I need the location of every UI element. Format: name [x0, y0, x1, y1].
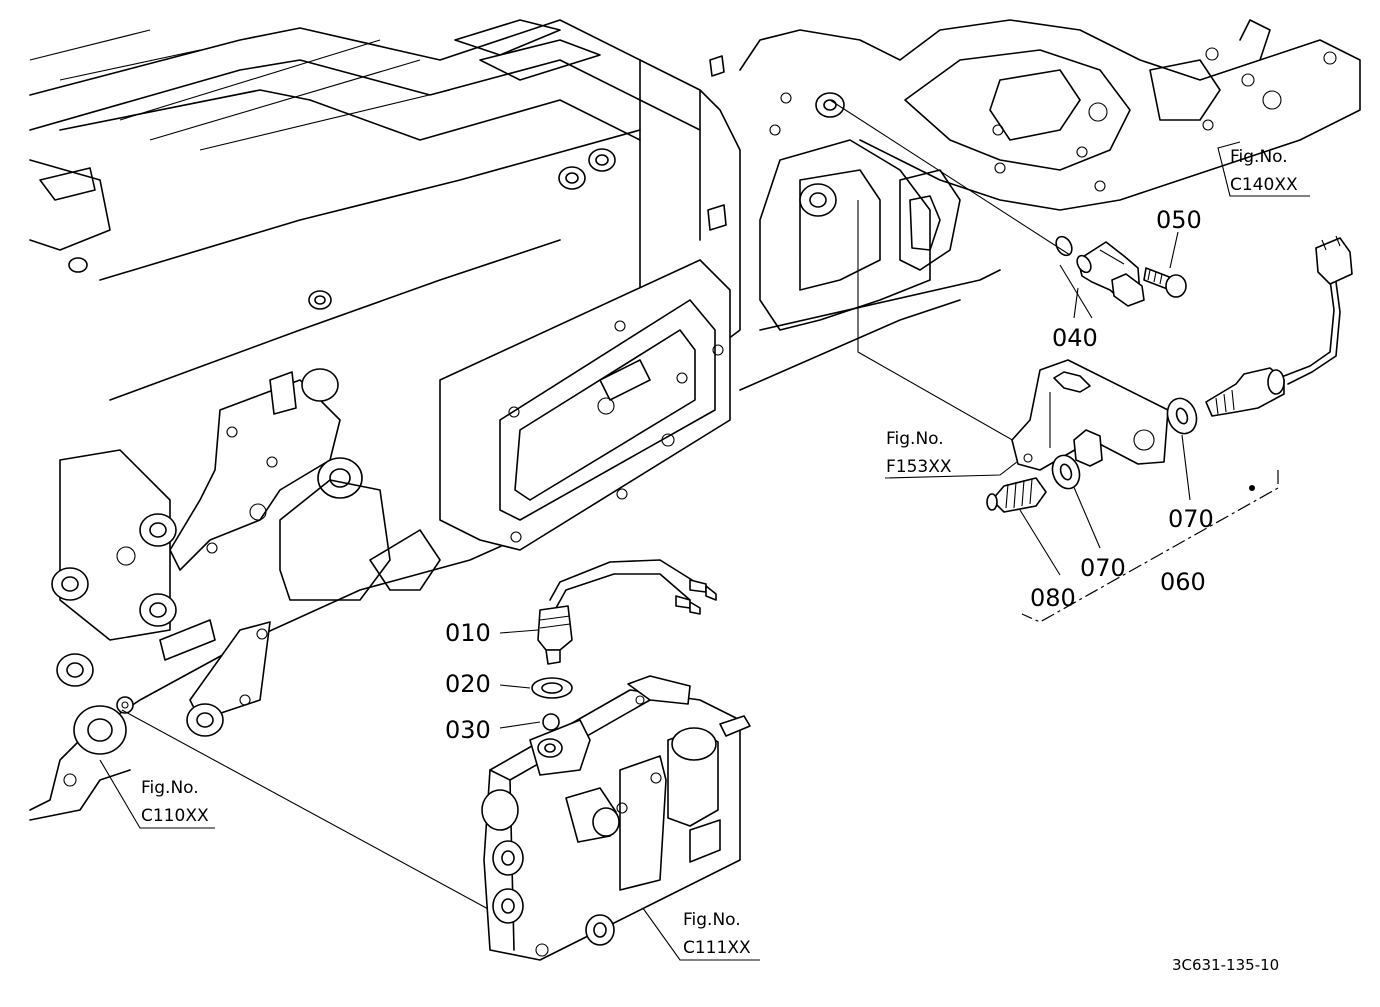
- part-020-washer: [531, 677, 573, 699]
- rear-cover-flange: [439, 259, 731, 551]
- figure-ref-label: Fig.No.: [683, 910, 741, 930]
- left-side-bracketry: [29, 368, 441, 821]
- figure-ref-code: F153XX: [886, 457, 952, 477]
- figure-ref-label: Fig.No.: [141, 778, 199, 798]
- assembly-boundary-060: [1021, 470, 1279, 623]
- callout-050: 050: [1156, 206, 1202, 234]
- callout-labels: 050 040 070 070 080 060 010 020 030: [445, 206, 1214, 744]
- figure-ref-code: C110XX: [141, 806, 209, 826]
- figure-reference-c110: Fig.No. C110XX: [141, 778, 209, 826]
- figure-ref-code: C140XX: [1230, 175, 1298, 195]
- figure-ref-code: C111XX: [683, 938, 751, 958]
- part-080-plunger: [986, 477, 1047, 513]
- figure-reference-f153: Fig.No. F153XX: [886, 429, 952, 477]
- mount-bracket: [1011, 359, 1169, 471]
- reference-dot: [1249, 485, 1255, 491]
- front-housing: [739, 19, 1361, 391]
- part-070-washer-upper: [1166, 397, 1198, 435]
- callout-060: 060: [1160, 568, 1206, 596]
- figure-ref-label: Fig.No.: [1230, 147, 1288, 167]
- part-030-ball: [542, 713, 560, 731]
- part-010-sensor-switch: [537, 559, 717, 665]
- part-050-bolt: [1143, 267, 1187, 298]
- part-040-sensor: [1055, 235, 1145, 307]
- callout-080: 080: [1030, 584, 1076, 612]
- valve-block: [481, 675, 751, 961]
- callout-040: 040: [1052, 324, 1098, 352]
- figure-reference-c111: Fig.No. C111XX: [683, 910, 751, 958]
- callout-070-upper: 070: [1168, 505, 1214, 533]
- callout-030: 030: [445, 716, 491, 744]
- callout-020: 020: [445, 670, 491, 698]
- figure-reference-c140: Fig.No. C140XX: [1230, 147, 1298, 195]
- transmission-housing: [29, 19, 741, 811]
- callout-070-lower: 070: [1080, 554, 1126, 582]
- part-060-switch: [1205, 235, 1353, 417]
- callout-010: 010: [445, 619, 491, 647]
- figure-ref-label: Fig.No.: [886, 429, 944, 449]
- leader-lines: [99, 99, 1310, 961]
- document-id: 3C631-135-10: [1172, 956, 1279, 974]
- part-070-washer-lower: [1051, 454, 1081, 490]
